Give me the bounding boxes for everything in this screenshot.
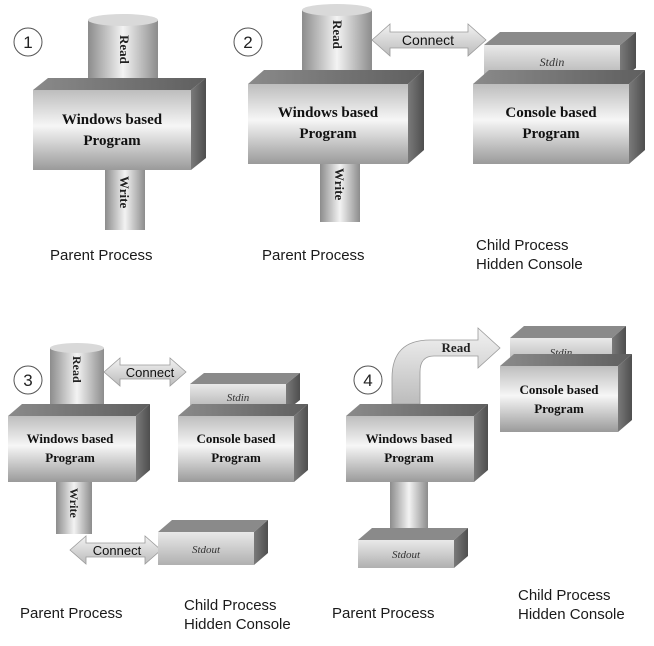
windows-program-box: Windows based Program [346,404,488,482]
step-number-badge: 4 [353,365,383,395]
read-label: Read [70,356,84,383]
connect-label: Connect [402,32,454,48]
console-program-box: Console based Program [473,70,645,164]
svg-text:Windows based: Windows based [366,431,454,446]
connect-arrow: Connect [371,23,487,57]
write-pipe: Write [105,170,145,230]
caption-child-process-3: Child Process Hidden Console [184,596,291,634]
caption-line: Hidden Console [476,256,583,273]
caption-parent-process-3: Parent Process [20,604,123,623]
diagram-3: 3 Read Connect Windows based Program Wri… [8,343,308,565]
read-curved-arrow: Read [391,327,501,405]
svg-text:Console based: Console based [196,431,276,446]
diagram-1: 1 Read Windows based Program Write [13,14,206,230]
svg-text:Program: Program [384,450,434,465]
svg-text:Program: Program [299,126,357,142]
stdin-label: Stdin [540,55,565,69]
caption-parent-process-2: Parent Process [262,246,365,265]
svg-text:Program: Program [522,126,580,142]
stdout-label: Stdout [192,544,221,556]
svg-text:Program: Program [534,401,584,416]
diagram-2: 2 Read Connect Windows based Program Wri… [233,4,645,222]
svg-text:Windows based: Windows based [62,112,163,128]
svg-text:1: 1 [23,33,32,52]
stdout-box: Stdout [158,520,268,565]
write-label: Write [67,488,81,518]
svg-text:Windows based: Windows based [27,431,115,446]
connect-arrow-bottom: Connect [69,535,162,565]
windows-program-box: Windows based Program [248,70,424,164]
caption-parent-process-4: Parent Process [332,604,435,623]
caption-parent-process-1: Parent Process [50,246,153,265]
write-label: Write [117,176,132,208]
svg-text:4: 4 [363,371,372,390]
write-pipe: Write [320,164,360,222]
svg-text:Console based: Console based [519,382,599,397]
caption-child-process-4: Child Process Hidden Console [518,586,625,624]
read-label: Read [442,340,472,355]
read-cylinder: Read [50,343,104,404]
read-label: Read [330,20,345,50]
console-program-box: Console based Program [178,404,308,482]
caption-text: Parent Process [262,247,365,264]
write-label: Write [332,168,347,200]
stdout-label: Stdout [392,549,421,561]
svg-text:Console based: Console based [505,105,597,121]
svg-text:3: 3 [23,371,32,390]
caption-text: Parent Process [332,605,435,622]
connect-label: Connect [126,365,175,380]
read-cylinder: Read [302,4,372,75]
windows-program-box: Windows based Program [8,404,150,482]
caption-line: Hidden Console [518,606,625,623]
step-number-badge: 1 [13,27,43,57]
step-number-badge: 3 [13,365,43,395]
connector-pipe [390,482,428,532]
console-program-box: Console based Program [500,354,632,432]
svg-text:Program: Program [211,450,261,465]
caption-line: Hidden Console [184,616,291,633]
svg-text:Program: Program [45,450,95,465]
caption-line: Child Process [476,237,569,254]
stdout-box: Stdout [358,528,468,568]
step-number-badge: 2 [233,27,263,57]
windows-program-box: Windows based Program [33,78,206,170]
stdin-label: Stdin [227,392,250,404]
caption-text: Parent Process [50,247,153,264]
caption-line: Child Process [518,587,611,604]
caption-text: Parent Process [20,605,123,622]
caption-child-process-2: Child Process Hidden Console [476,236,583,274]
write-pipe: Write [56,482,92,534]
connect-arrow-top: Connect [103,357,187,387]
caption-line: Child Process [184,597,277,614]
svg-text:Program: Program [83,133,141,149]
connect-label: Connect [93,543,142,558]
svg-text:Windows based: Windows based [278,105,379,121]
read-label: Read [117,35,132,65]
svg-text:2: 2 [243,33,252,52]
diagram-4: 4 Read Stdin Console based Program Windo… [346,326,632,568]
